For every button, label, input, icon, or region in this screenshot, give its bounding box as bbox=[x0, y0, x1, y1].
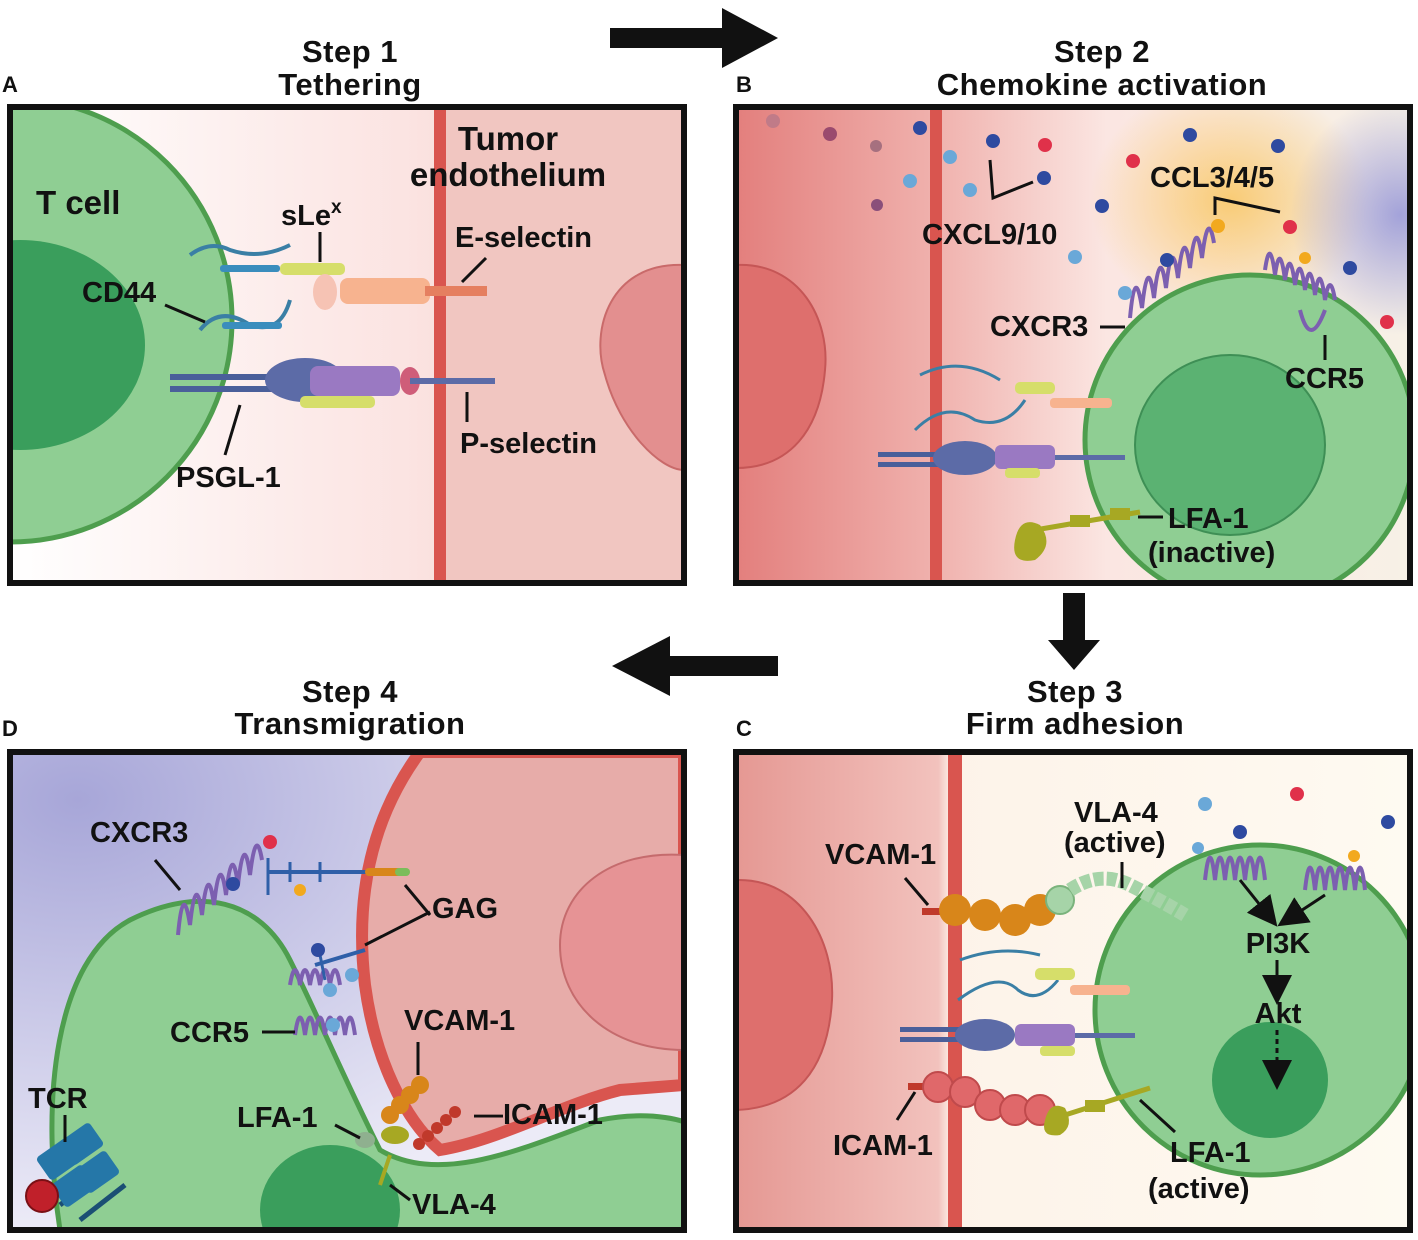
chemokines bbox=[1192, 787, 1395, 862]
lfa1-state-label: (active) bbox=[1148, 1173, 1250, 1205]
arrow-step2-to-step3 bbox=[1048, 593, 1100, 670]
slex-label: sLex bbox=[281, 197, 342, 232]
cxcr3-label: CXCR3 bbox=[990, 311, 1088, 343]
p-selectin-label: P-selectin bbox=[460, 428, 597, 460]
cxcl-label: CXCL9/10 bbox=[922, 219, 1057, 251]
pi3k-label: PI3K bbox=[1246, 928, 1311, 960]
ccr5-receptor bbox=[1263, 251, 1337, 332]
endothelial-membrane bbox=[948, 752, 962, 1230]
cxcr3-receptor bbox=[176, 843, 264, 936]
panel-frame bbox=[7, 104, 687, 586]
step-title: Firm adhesion bbox=[966, 706, 1184, 741]
t-cell bbox=[49, 898, 684, 1230]
step-title: Chemokine activation bbox=[937, 67, 1267, 102]
t-cell-nucleus bbox=[1212, 1022, 1328, 1138]
panel-frame bbox=[733, 104, 1413, 586]
t-cell-nucleus bbox=[1134, 354, 1326, 536]
arrow-step1-to-step2 bbox=[610, 8, 778, 68]
step-label: Step 3 bbox=[1027, 674, 1123, 709]
endothelial-nucleus bbox=[736, 878, 834, 1112]
ccr5-label: CCR5 bbox=[170, 1017, 249, 1049]
t-cell bbox=[1092, 842, 1410, 1178]
step-label: Step 4 bbox=[302, 674, 398, 709]
tumor-label: Tumor bbox=[458, 120, 558, 157]
tethered-selectins bbox=[878, 364, 1125, 478]
chemokines bbox=[766, 114, 1394, 329]
tcr-complex bbox=[25, 1123, 127, 1222]
panel-letter: D bbox=[2, 716, 18, 741]
adhesion-molecules bbox=[355, 1076, 461, 1186]
endothelial-membrane bbox=[930, 107, 942, 583]
cd44-label: CD44 bbox=[82, 277, 156, 309]
gag-chains bbox=[266, 858, 410, 981]
panel-frame bbox=[733, 749, 1413, 1233]
endothelial-membrane bbox=[434, 107, 446, 583]
ccr5-receptor bbox=[288, 968, 357, 1036]
panel-a: A Step 1 Tethering bbox=[2, 34, 687, 586]
vcam1-label: VCAM-1 bbox=[404, 1005, 515, 1037]
t-cell-nucleus bbox=[260, 1145, 400, 1230]
t-cell-label: T cell bbox=[36, 184, 120, 221]
chemokine-receptors bbox=[1203, 855, 1367, 891]
t-cell-nucleus bbox=[10, 240, 145, 450]
vla4-label: VLA-4 bbox=[1074, 797, 1158, 829]
chemokines bbox=[226, 835, 359, 1032]
panel-c: C Step 3 Firm adhesion bbox=[733, 674, 1413, 1233]
slex-glycan bbox=[280, 263, 345, 275]
e-selectin-label: E-selectin bbox=[455, 222, 592, 254]
psgl1-p-selectin bbox=[170, 358, 495, 408]
icam1-label: ICAM-1 bbox=[833, 1130, 933, 1162]
gag-label: GAG bbox=[432, 893, 498, 925]
lfa1-state-label: (inactive) bbox=[1148, 537, 1275, 569]
cd44-receptor bbox=[188, 243, 291, 257]
psgl1-label: PSGL-1 bbox=[176, 462, 281, 494]
vcam1-label: VCAM-1 bbox=[825, 839, 936, 871]
panel-d: D Step 4 Transmigration bbox=[2, 674, 687, 1233]
endothelial-nucleus bbox=[599, 263, 684, 472]
vcam1-vla4 bbox=[922, 871, 1189, 936]
akt-label: Akt bbox=[1255, 998, 1302, 1030]
panel-frame bbox=[7, 749, 687, 1233]
panel-letter: C bbox=[736, 716, 752, 741]
panel-b: B Step 2 Chemokine activation bbox=[733, 34, 1413, 586]
endothelial-cell bbox=[356, 752, 684, 1157]
endothelial-nucleus bbox=[736, 263, 827, 470]
e-selectin bbox=[313, 274, 487, 310]
vla4-label: VLA-4 bbox=[412, 1189, 496, 1221]
step-title: Transmigration bbox=[235, 706, 466, 741]
ccl-label: CCL3/4/5 bbox=[1150, 162, 1274, 194]
cxcr3-label: CXCR3 bbox=[90, 817, 188, 849]
arrow-step3-to-step4 bbox=[612, 636, 778, 696]
panel-letter: B bbox=[736, 72, 752, 97]
icam1-label: —ICAM-1 bbox=[474, 1099, 603, 1131]
tcr-label: TCR bbox=[28, 1083, 88, 1115]
icam1-lfa1 bbox=[908, 1071, 1151, 1136]
lfa1-label: LFA-1 bbox=[1170, 1137, 1251, 1169]
step-title: Tethering bbox=[278, 67, 421, 102]
panel-letter: A bbox=[2, 72, 18, 97]
tethered-selectins bbox=[900, 949, 1135, 1056]
vla4-state-label: (active) bbox=[1064, 827, 1166, 859]
lfa1-inactive bbox=[1014, 508, 1141, 561]
lfa1-label: LFA-1 bbox=[237, 1102, 318, 1134]
endothelium-label: endothelium bbox=[410, 156, 606, 193]
step-label: Step 2 bbox=[1054, 34, 1150, 69]
step-label: Step 1 bbox=[302, 34, 398, 69]
ccr5-label: CCR5 bbox=[1285, 363, 1364, 395]
lfa1-label: LFA-1 bbox=[1168, 503, 1249, 535]
endothelial-nucleus bbox=[558, 853, 684, 1052]
